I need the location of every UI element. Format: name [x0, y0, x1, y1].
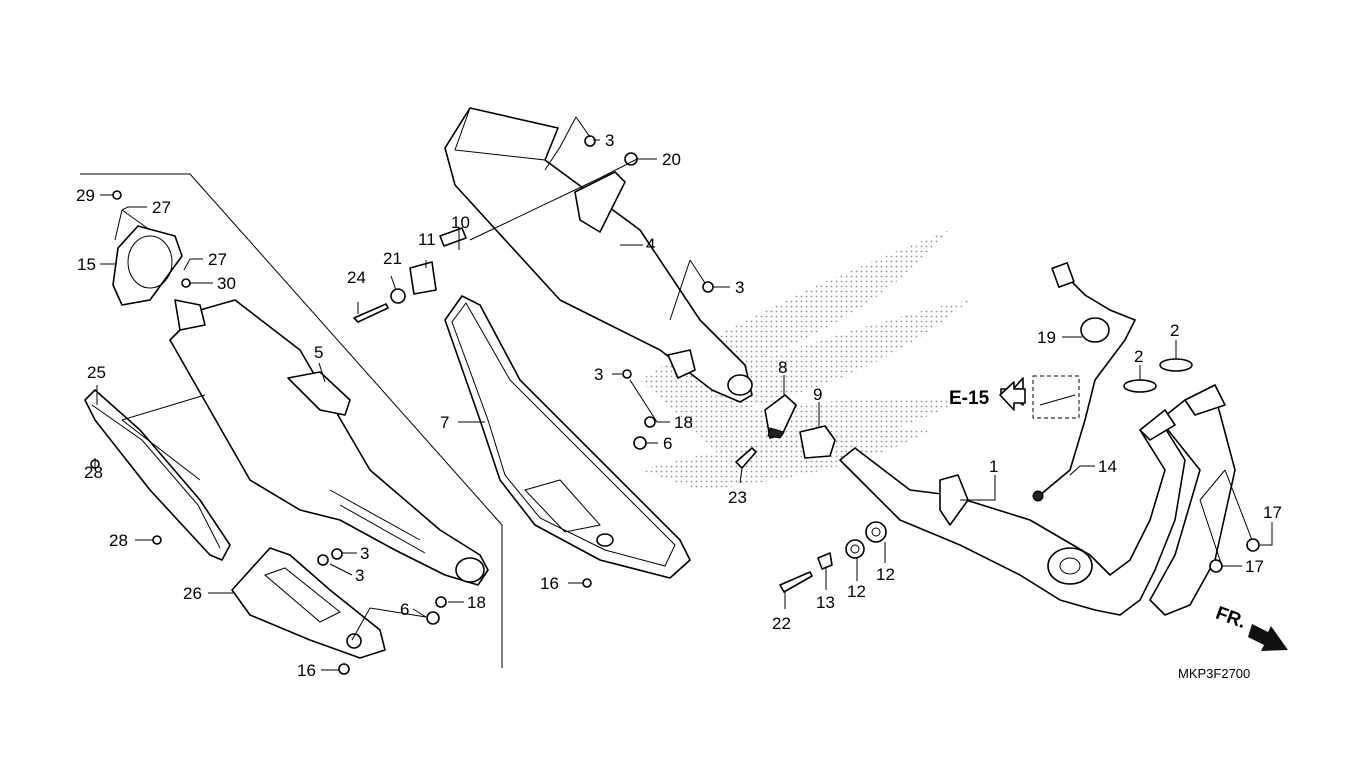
label-3c: 3 [594, 365, 603, 384]
grommet-3d [331, 548, 343, 560]
gasket-a [1159, 358, 1193, 372]
label-3d: 3 [360, 544, 369, 563]
label-14: 14 [1098, 457, 1117, 476]
reference-label: E-15 [949, 388, 990, 409]
label-6a: 6 [663, 434, 672, 453]
bolt-16a [582, 578, 592, 588]
label-12a: 12 [847, 582, 866, 601]
heat-shield [444, 295, 691, 579]
label-7: 7 [440, 413, 449, 432]
label-22: 22 [772, 614, 791, 633]
label-20: 20 [662, 150, 681, 169]
washer-21 [390, 288, 406, 304]
nut-6a [633, 436, 647, 450]
bolt-16b [338, 663, 350, 675]
nut-6b [426, 611, 440, 625]
label-5: 5 [314, 343, 323, 362]
label-3b: 3 [735, 278, 744, 297]
collar-12a [845, 539, 865, 559]
wing-watermark [640, 230, 970, 490]
inset-frame-line [80, 173, 503, 668]
screw-30 [181, 278, 191, 288]
label-12b: 12 [876, 565, 895, 584]
part-labels: 3 20 4 10 11 21 24 3 3 7 18 6 8 9 23 16 … [76, 131, 1282, 681]
grommet-3c [622, 369, 632, 379]
sensor-wire [1032, 262, 1137, 502]
label-15: 15 [77, 255, 96, 274]
rubber-11 [409, 261, 437, 295]
screw-28b [152, 535, 162, 545]
label-26: 26 [183, 584, 202, 603]
lower-cover [231, 547, 386, 659]
label-28a: 28 [84, 463, 103, 482]
label-18b: 18 [467, 593, 486, 612]
label-28b: 28 [109, 531, 128, 550]
bracket-box [1032, 375, 1080, 419]
label-3e: 3 [355, 566, 364, 585]
clip [1080, 317, 1110, 343]
diagram-code: MKP3F2700 [1178, 666, 1250, 681]
label-2a: 2 [1170, 321, 1179, 340]
label-25: 25 [87, 363, 106, 382]
label-21: 21 [383, 249, 402, 268]
bolt-22 [779, 571, 813, 593]
label-3a: 3 [605, 131, 614, 150]
muffler-upper [444, 107, 753, 403]
label-9: 9 [813, 385, 822, 404]
label-24: 24 [347, 268, 366, 287]
grommet-3e [317, 554, 329, 566]
nut-18b [435, 596, 447, 608]
muffler-lower [169, 299, 489, 586]
nut-17a [1246, 538, 1260, 552]
end-cap [112, 225, 183, 306]
label-27a: 27 [152, 198, 171, 217]
bolt-24 [353, 303, 389, 323]
label-2b: 2 [1134, 347, 1143, 366]
gasket-b [1123, 379, 1157, 393]
label-30: 30 [217, 274, 236, 293]
front-arrow [1248, 624, 1288, 651]
grommet-3b [702, 281, 714, 293]
bolt-23 [735, 447, 757, 469]
collar-12b [865, 521, 887, 543]
screw-29 [112, 190, 122, 200]
label-17a: 17 [1263, 503, 1282, 522]
label-17b: 17 [1245, 557, 1264, 576]
label-16b: 16 [297, 661, 316, 680]
leader-lines [94, 116, 1273, 671]
label-27b: 27 [208, 250, 227, 269]
direction-label: FR. [1213, 603, 1249, 633]
label-16a: 16 [540, 574, 559, 593]
bolt-13 [817, 552, 833, 570]
label-10: 10 [451, 213, 470, 232]
label-4: 4 [646, 235, 655, 254]
label-6b: 6 [400, 600, 409, 619]
rear-protector [84, 389, 231, 561]
nut-20 [624, 152, 638, 166]
grommet-3a [584, 135, 596, 147]
nut-18a [644, 416, 656, 428]
label-1: 1 [989, 457, 998, 476]
label-19: 19 [1037, 328, 1056, 347]
label-13: 13 [816, 593, 835, 612]
label-29: 29 [76, 186, 95, 205]
label-11: 11 [418, 230, 436, 249]
label-18a: 18 [674, 413, 693, 432]
label-8: 8 [778, 358, 787, 377]
gasket-9 [799, 425, 836, 459]
label-23: 23 [728, 488, 747, 507]
